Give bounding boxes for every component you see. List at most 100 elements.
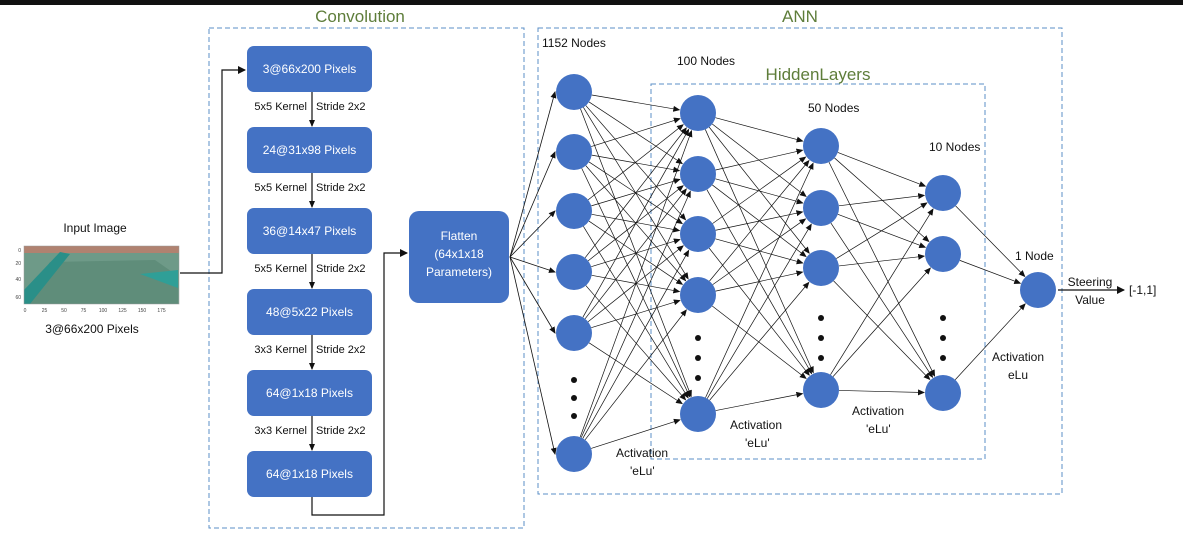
- stride-label: Stride 2x2: [316, 344, 366, 356]
- network-edge: [591, 213, 681, 233]
- network-edge: [832, 267, 931, 377]
- ellipsis-dot: [940, 315, 946, 321]
- network-edge: [712, 156, 807, 224]
- conv-box: [247, 127, 372, 173]
- neuron-node: [556, 315, 592, 351]
- network-edge: [828, 161, 936, 377]
- flatten-edge: [509, 151, 556, 258]
- conv-box-label: 48@5x22 Pixels: [266, 305, 353, 319]
- neuron-node: [680, 216, 716, 252]
- network-edge: [588, 342, 683, 405]
- network-edge: [583, 226, 689, 399]
- conv-box: [247, 451, 372, 497]
- input-y-tick: 60: [15, 295, 21, 301]
- flatten-edge: [509, 256, 556, 273]
- ellipsis-dot: [940, 355, 946, 361]
- ellipsis-dot: [818, 335, 824, 341]
- input-x-tick: 100: [99, 308, 108, 314]
- input-connector: [180, 66, 246, 274]
- ellipsis-dot: [940, 335, 946, 341]
- ellipsis-dot: [818, 315, 824, 321]
- neuron-node: [925, 175, 961, 211]
- conv-box-label: 24@31x98 Pixels: [263, 143, 357, 157]
- network-edge: [591, 94, 681, 112]
- top-border: [0, 0, 1183, 5]
- network-edge: [591, 418, 681, 449]
- network-edge: [591, 274, 681, 294]
- neuron-node: [803, 128, 839, 164]
- ellipsis-dot: [571, 413, 577, 419]
- flatten-label-line1: Flatten: [441, 229, 478, 243]
- network-edge: [581, 168, 691, 398]
- hidden-layers-title: HiddenLayers: [766, 65, 871, 84]
- input-image-thumbnail: [23, 245, 180, 305]
- output-range: [-1,1]: [1129, 283, 1156, 297]
- network-edge: [585, 285, 687, 401]
- network-edge: [582, 128, 690, 318]
- conv-to-flatten-connector: [311, 249, 408, 516]
- network-edge: [838, 389, 926, 396]
- ann-title: ANN: [782, 7, 818, 26]
- network-edge: [706, 223, 812, 399]
- ellipsis-dot: [695, 355, 701, 361]
- stride-label: Stride 2x2: [316, 182, 366, 194]
- ellipsis-dot: [818, 355, 824, 361]
- network-edge: [830, 208, 934, 375]
- network-edge: [591, 238, 681, 268]
- network-edge: [580, 190, 691, 438]
- neuron-node: [680, 95, 716, 131]
- ellipsis-dot: [571, 395, 577, 401]
- flatten-edge: [509, 210, 556, 258]
- input-x-tick: 175: [157, 308, 166, 314]
- network-edge: [830, 222, 934, 378]
- convolution-section: [208, 27, 525, 529]
- network-edge: [955, 205, 1026, 278]
- layer1-label: 1152 Nodes: [542, 36, 606, 50]
- layer2-label: 100 Nodes: [677, 54, 735, 68]
- network-edge: [709, 281, 810, 401]
- network-edge: [838, 253, 926, 267]
- stride-label: Stride 2x2: [316, 101, 366, 113]
- network-edge: [836, 202, 928, 259]
- network-nodes: [556, 74, 1056, 472]
- ellipsis-dot: [695, 375, 701, 381]
- network-edge: [715, 178, 804, 205]
- flatten-edge: [509, 256, 557, 455]
- neuron-node: [925, 375, 961, 411]
- output-label-line2: Value: [1075, 293, 1105, 307]
- input-y-tick: 0: [18, 248, 21, 254]
- network-edges: [509, 91, 1026, 455]
- neuron-node: [803, 250, 839, 286]
- flatten-edge: [509, 91, 557, 258]
- kernel-label: 3x3 Kernel: [254, 344, 307, 356]
- ellipsis-dot: [695, 335, 701, 341]
- activation3-line1: Activation: [852, 404, 904, 418]
- network-edge: [838, 193, 926, 207]
- convolution-title: Convolution: [315, 7, 405, 26]
- conv-box-label: 36@14x47 Pixels: [263, 224, 357, 238]
- flatten-label-line3: Parameters): [426, 265, 492, 279]
- network-edge: [705, 162, 814, 398]
- neuron-node: [556, 193, 592, 229]
- ellipsis-dot: [571, 377, 577, 383]
- network-edge: [584, 309, 687, 441]
- layer3-label: 50 Nodes: [808, 101, 859, 115]
- neuron-node: [803, 372, 839, 408]
- kernel-label: 5x5 Kernel: [254, 263, 307, 275]
- network-edge: [834, 157, 930, 243]
- neuron-node: [680, 156, 716, 192]
- network-edge: [582, 249, 690, 439]
- output-layer-label: 1 Node: [1015, 249, 1054, 263]
- input-x-tick: 125: [118, 308, 127, 314]
- network-edge: [959, 260, 1022, 284]
- network-edge: [712, 305, 807, 379]
- network-edge: [587, 124, 684, 201]
- conv-box-label: 3@66x200 Pixels: [263, 62, 357, 76]
- network-edge: [588, 220, 684, 285]
- network-edge: [715, 391, 804, 411]
- neuron-node: [803, 190, 839, 226]
- kernel-label: 5x5 Kernel: [254, 182, 307, 194]
